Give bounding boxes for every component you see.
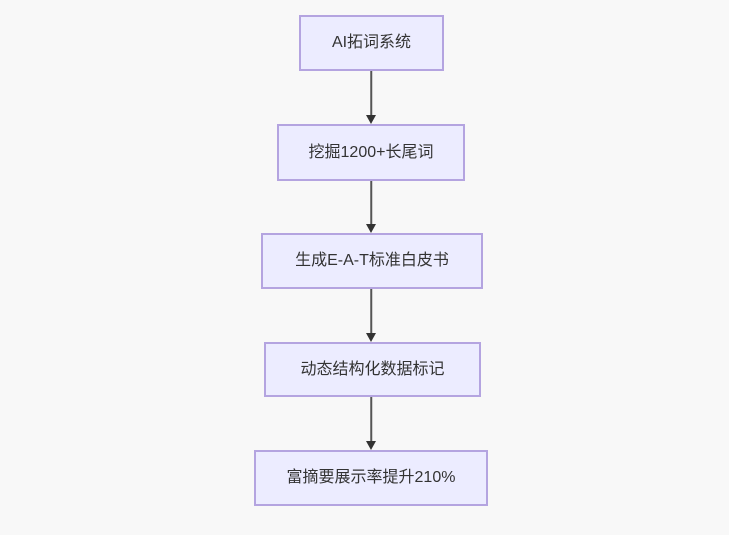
- flowchart-node-rich-snippet-rate-increase: 富摘要展示率提升210%: [254, 450, 488, 506]
- node-label: 动态结构化数据标记: [300, 360, 445, 378]
- flowchart-node-ai-word-expansion-system: AI拓词系统: [299, 15, 444, 71]
- node-label: 挖掘1200+长尾词: [308, 143, 434, 161]
- edge-line: [370, 397, 372, 444]
- arrowhead-down-icon: [366, 115, 376, 124]
- flowchart-node-longtail-keyword-mining: 挖掘1200+长尾词: [277, 124, 465, 181]
- flowchart-node-eat-whitepaper-generation: 生成E-A-T标准白皮书: [261, 233, 483, 289]
- flowchart-edge-4: [365, 397, 377, 450]
- node-label: AI拓词系统: [331, 34, 412, 52]
- flowchart-edge-3: [365, 289, 377, 342]
- edge-line: [370, 71, 372, 118]
- edge-line: [370, 181, 372, 227]
- flowchart-node-dynamic-structured-data-markup: 动态结构化数据标记: [264, 342, 481, 397]
- arrowhead-down-icon: [366, 333, 376, 342]
- flowchart-edge-1: [365, 71, 377, 124]
- arrowhead-down-icon: [366, 224, 376, 233]
- node-label: 生成E-A-T标准白皮书: [295, 252, 449, 270]
- arrowhead-down-icon: [366, 441, 376, 450]
- node-label: 富摘要展示率提升210%: [286, 469, 456, 487]
- edge-line: [370, 289, 372, 336]
- flowchart-edge-2: [365, 181, 377, 233]
